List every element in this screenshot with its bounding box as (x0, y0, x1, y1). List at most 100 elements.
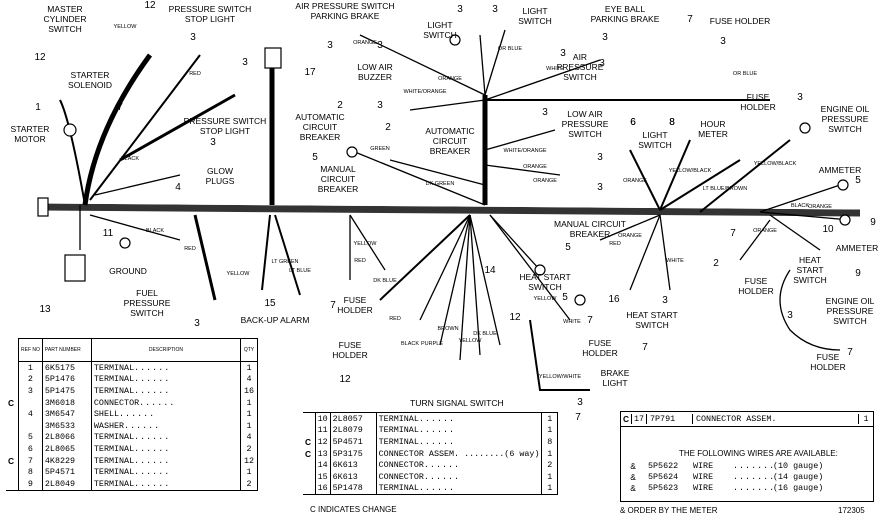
ref-num: 3 (599, 58, 605, 69)
ref-num: 3 (327, 40, 333, 51)
wire-label: DK BLUE (473, 331, 497, 337)
ammeter-right-label: AMMETER (836, 243, 879, 253)
parts-table-header: REF NO PART NUMBER DESCRIPTION QTY (6, 338, 258, 362)
wire-label: RED (354, 258, 366, 264)
wires-note: THE FOLLOWING WIRES ARE AVAILABLE: (679, 449, 838, 458)
ref-num: 2 (337, 100, 343, 111)
wire-label: WHITE/ORANGE (403, 89, 446, 95)
ref-num: 7 (117, 102, 123, 113)
ref-num: 17 (304, 67, 316, 78)
heat-start-ring-2 (574, 294, 586, 306)
ref-num: 4 (175, 182, 181, 193)
ref-num: 3 (577, 397, 583, 408)
wire-label: RED (609, 241, 621, 247)
wire-label: DK BLUE (373, 278, 397, 284)
wire-label: ORANGE (808, 204, 832, 210)
connector-4 (37, 197, 49, 217)
connector-13 (64, 254, 86, 282)
wire-label: WHITE/ORANGE (503, 148, 546, 154)
ref-num: 5 (855, 175, 861, 186)
ref-num: 3 (190, 32, 196, 43)
ref-num: 3 (797, 92, 803, 103)
light-switch-ring (449, 34, 461, 46)
wire-label: ORANGE (533, 178, 557, 184)
wire-label: YELLOW (354, 241, 378, 247)
ref-num: 3 (492, 4, 498, 15)
ammeter-ring (839, 214, 851, 226)
wire-label: LT GREEN (272, 259, 299, 265)
order-by-meter-note: & ORDER BY THE METER (620, 506, 718, 515)
reference-numbers: 12 3 3 3 3 3 3 7 12 3 17 3 3 1 7 2 3 3 6… (34, 0, 876, 423)
wire-label: ORANGE (753, 228, 777, 234)
ref-num: 3 (787, 310, 793, 321)
ref-num: 3 (377, 100, 383, 111)
parts-table-right: C 17 7P791 CONNECTOR ASSEM. 1 THE FOLLOW… (620, 411, 874, 502)
wire-label: ORANGE (618, 233, 642, 239)
ref-num: 14 (484, 265, 496, 276)
wire-color-labels: ORANGE YELLOW RED BLACK WHITE WHITE/ORAN… (114, 24, 833, 380)
ref-num: 9 (855, 268, 861, 279)
header-part: PART NUMBER (42, 338, 92, 362)
indicates-change-note: C INDICATES CHANGE (310, 505, 397, 514)
wire-label: YELLOW (114, 24, 138, 30)
ref-num: 7 (687, 14, 693, 25)
ref-num: 11 (103, 228, 114, 239)
ref-num: 16 (608, 294, 620, 305)
ref-num: 3 (210, 137, 216, 148)
header-qty: QTY (240, 338, 258, 362)
ref-num: 5 (562, 292, 568, 303)
ref-num: 6 (630, 117, 636, 128)
wire-label: LT BLUE/BROWN (703, 186, 747, 192)
manual-circuit-breaker-ring (346, 146, 358, 158)
ref-num: 8 (669, 117, 675, 128)
ammeter-ring-top (837, 179, 849, 191)
ref-num: 3 (662, 295, 668, 306)
fuse-holder-top-label: FUSE HOLDER (710, 16, 770, 26)
wire-label: WHITE (666, 258, 684, 264)
wire-label: BLACK (401, 341, 419, 347)
engine-oil-ring (799, 122, 811, 134)
ref-num: 7 (575, 412, 581, 423)
wire-label: YELLOW/BLACK (754, 161, 797, 167)
wire-label: RED (389, 316, 401, 322)
figure-number: 172305 (838, 506, 865, 515)
ammeter-top-label: AMMETER (819, 165, 862, 175)
ref-num: 9 (870, 217, 876, 228)
wire-label: YELLOW (227, 271, 251, 277)
ref-num: 3 (560, 48, 566, 59)
ref-num: 7 (330, 300, 336, 311)
wire-label: DK GREEN (426, 181, 455, 187)
